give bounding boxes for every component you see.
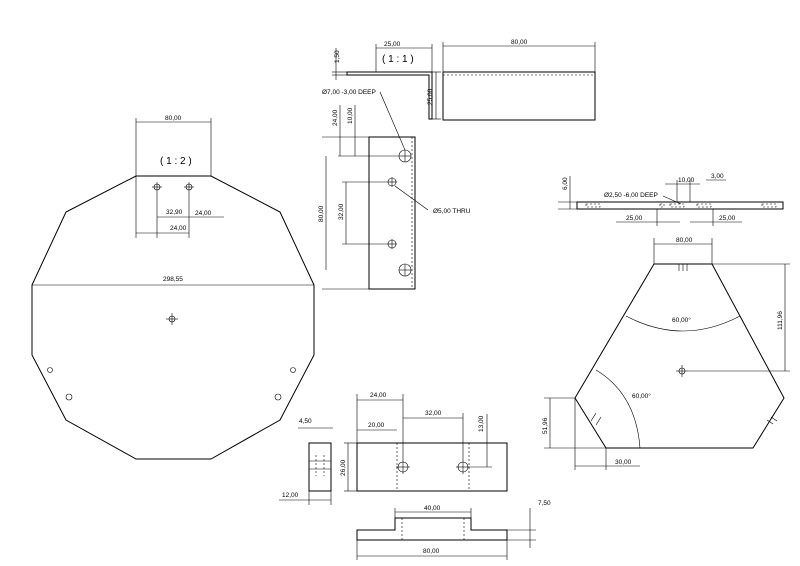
- dim-bottom-offset: 30,00: [615, 459, 632, 466]
- edge-hole-right: [290, 367, 296, 373]
- decagon-outline: [31, 175, 315, 460]
- dim-profile-length: 80,00: [423, 548, 440, 555]
- dim-right-width: 25,00: [719, 215, 736, 222]
- dim-spacing: 10,00: [678, 177, 695, 184]
- bracket-top-view: 80,00: [442, 39, 596, 121]
- dim-rib: 40,00: [424, 505, 441, 512]
- dim-pitch: 32,00: [425, 410, 442, 417]
- dim-block-height: 26,00: [340, 459, 347, 476]
- dim-offset-b: 24,00: [195, 210, 212, 217]
- dim-strip-height: 6,00: [562, 177, 569, 190]
- edge-hole-left: [47, 367, 53, 373]
- triangle-outline: [574, 263, 785, 449]
- dim-flange-width: 25,00: [384, 41, 401, 48]
- dim-top-offset: 24,00: [332, 109, 339, 126]
- block-profile-outline: [356, 517, 508, 541]
- dim-left-width: 25,00: [626, 215, 643, 222]
- note-drill: Ø2,50 -6,00 DEEP: [604, 192, 658, 199]
- dim-hole-spacing: 32,90: [166, 209, 183, 216]
- dim-offset-a: 24,00: [170, 225, 187, 232]
- bracket-side-view: 1,50 25,00 ( 1 : 1 ) 25,00: [332, 41, 441, 120]
- scale-label-bracket: ( 1 : 1 ): [382, 54, 414, 65]
- note-thru: Ø5,00 THRU: [433, 208, 471, 215]
- dim-lip: 7,50: [538, 500, 551, 507]
- dim-hole-pitch: 32,00: [338, 203, 345, 220]
- dim-block-thickness: 4,50: [299, 418, 312, 425]
- block-side-outline: [308, 442, 332, 492]
- strip-outline: [576, 201, 784, 210]
- dim-side-height: 51,96: [542, 417, 549, 434]
- angle-top: 60,00°: [672, 316, 691, 324]
- dim-width-24: 24,00: [370, 392, 387, 399]
- dim-diameter: 298,55: [163, 276, 183, 283]
- dim-front-length: 80,00: [318, 205, 325, 222]
- triangle-edge-view: 6,00 10,00 3,00 Ø2,50 -6,00 DEEP 25,00 2…: [558, 173, 784, 226]
- block-views: 4,50 12,00 24,00 20,00 32,00 13,00 26,00: [279, 392, 551, 560]
- triangular-plate-view: 80,00 111,96 60,00° 60,00° 51,96 30,00: [542, 237, 790, 470]
- corner-hole-right: [274, 393, 282, 401]
- note-cbore: Ø7,00 -3,00 DEEP: [322, 89, 376, 96]
- dim-width-20: 20,00: [368, 422, 385, 429]
- bracket-top-outline: [442, 71, 596, 121]
- scale-label-left: ( 1 : 2 ): [160, 156, 192, 167]
- bracket-front-view: 24,00 10,00 80,00 32,00 Ø7,00 -3,00 DEEP…: [318, 89, 471, 290]
- dim-side-width: 12,00: [282, 492, 299, 499]
- dim-tri-height: 111,96: [777, 311, 784, 330]
- bracket-front-outline: [368, 136, 416, 290]
- angle-right: 60,00°: [632, 392, 651, 400]
- dim-tri-top-width: 80,00: [676, 237, 693, 244]
- dim-small: 3,00: [711, 173, 724, 180]
- block-front-outline: [356, 442, 508, 492]
- dim-hole-up: 13,00: [478, 415, 485, 432]
- dim-bracket-length: 80,00: [511, 39, 528, 46]
- dim-top-width: 80,00: [165, 115, 182, 122]
- dim-flange-height: 25,00: [427, 88, 434, 105]
- corner-hole-left: [65, 393, 73, 401]
- dim-hole-offset: 10,00: [347, 107, 354, 124]
- dim-thickness: 1,50: [334, 50, 341, 63]
- decagon-plate-view: 80,00 ( 1 : 2 ) 32,90 24,00 24,00 298,55: [31, 115, 315, 460]
